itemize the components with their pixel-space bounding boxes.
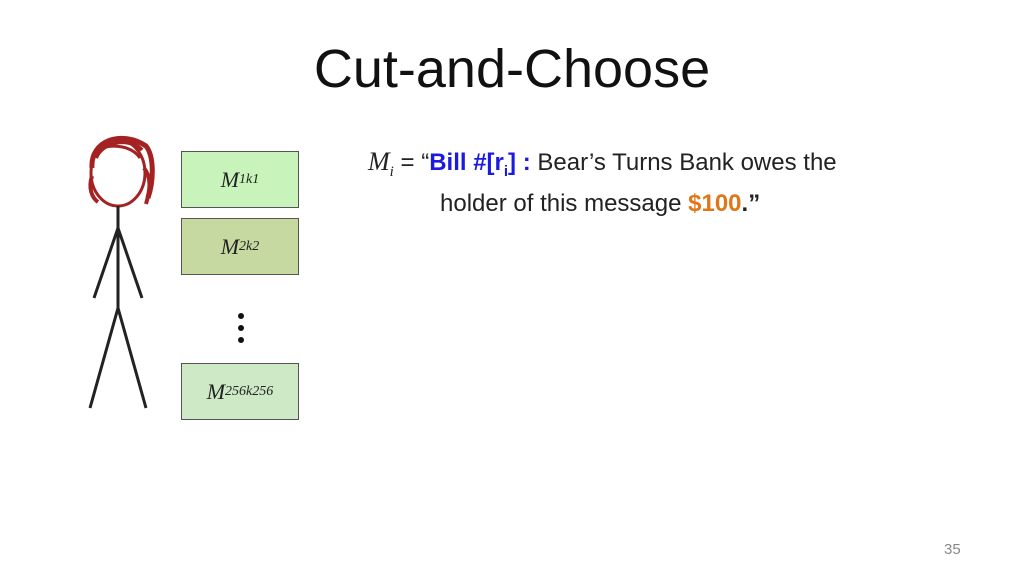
definition-text-2: holder of this message bbox=[440, 190, 689, 218]
bill-sub: i bbox=[503, 162, 509, 180]
definition-equals: = “ bbox=[393, 149, 430, 176]
definition-line-2: holder of this message $100.” bbox=[368, 188, 888, 219]
box-var-sub: 2 bbox=[239, 238, 247, 254]
box-var-sup: k1 bbox=[246, 171, 260, 187]
bill-label: Bill #[ri] : bbox=[429, 149, 531, 180]
amount-value: $100 bbox=[688, 190, 742, 218]
definition-var-sub: i bbox=[389, 164, 394, 181]
bill-suffix: ] : bbox=[508, 149, 531, 176]
box-var-sub: 1 bbox=[239, 171, 247, 187]
box-var-base: M bbox=[220, 233, 240, 259]
box-var-base: M bbox=[220, 166, 240, 192]
box-var-sup: k256 bbox=[246, 383, 274, 399]
stick-figure-illustration bbox=[88, 135, 155, 409]
message-definition: Mi = “Bill #[ri] : Bear’s Turns Bank owe… bbox=[368, 146, 888, 219]
definition-text-1: Bear’s Turns Bank owes the bbox=[530, 149, 837, 176]
box-var-sup: k2 bbox=[246, 238, 260, 254]
definition-var-base: M bbox=[368, 147, 390, 176]
definition-variable: Mi bbox=[368, 147, 394, 180]
vertical-ellipsis-icon bbox=[238, 313, 244, 343]
slide-title: Cut-and-Choose bbox=[313, 39, 711, 99]
box-var-sub: 256 bbox=[225, 383, 247, 399]
box-var-base: M bbox=[206, 378, 226, 404]
page-number: 35 bbox=[944, 541, 961, 558]
definition-close: .” bbox=[741, 190, 761, 218]
bill-prefix: Bill #[r bbox=[429, 149, 504, 176]
